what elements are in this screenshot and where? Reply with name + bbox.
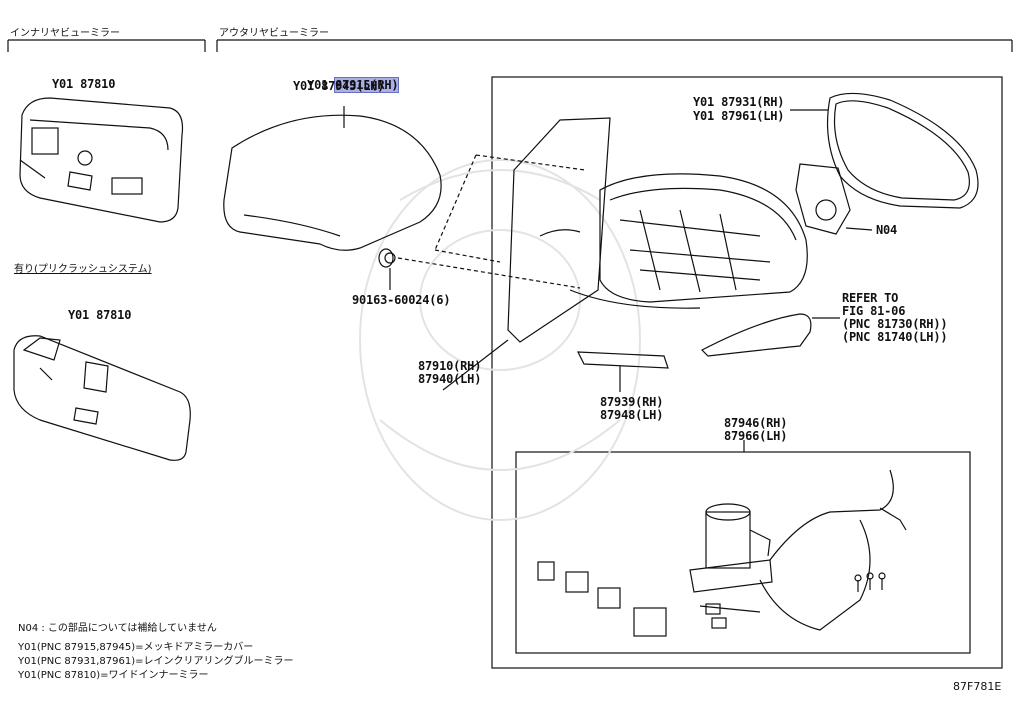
- inner-section-title: インナリヤビューミラー: [10, 28, 120, 39]
- cover-part-rh[interactable]: Y01 87915(RH): [293, 66, 400, 93]
- inner-mirror-top: [19, 97, 184, 223]
- mirror-glass: [790, 92, 979, 209]
- note-n04: N04 : この部品については補給していません: [18, 623, 217, 634]
- n04-label[interactable]: N04: [876, 223, 898, 237]
- garnish-lh[interactable]: 87948(LH): [600, 408, 664, 422]
- clip-part: [378, 248, 396, 290]
- motor: [689, 469, 907, 631]
- clip-part-label[interactable]: 90163-60024(6): [352, 293, 451, 307]
- motor-rh[interactable]: 87946(RH): [724, 416, 788, 430]
- mirror-assy-lh[interactable]: 87940(LH): [418, 372, 482, 386]
- watermark: [359, 159, 641, 521]
- outer-section-bracket: [216, 39, 1013, 52]
- small-parts: [537, 561, 886, 637]
- refer-line3[interactable]: (PNC 81730(RH)): [842, 317, 948, 331]
- inner-mirror-variant: 有り(プリクラッシュシステム): [14, 264, 152, 275]
- inner-mirror-part-bottom[interactable]: Y01 87810: [68, 308, 132, 322]
- figure-code: 87F781E: [953, 680, 1002, 693]
- inner-mirror-bottom: [13, 335, 191, 461]
- mirror-cover: [223, 106, 442, 251]
- note-glass: Y01(PNC 87931,87961)=レインクリアリングブルーミラー: [18, 656, 294, 667]
- cover-pnc-rh-highlight[interactable]: 87915(RH): [334, 77, 400, 93]
- mirror-glass-rh[interactable]: Y01 87931(RH): [693, 95, 785, 109]
- mirror-glass-lh[interactable]: Y01 87961(LH): [693, 109, 785, 123]
- outer-mirror-box: [491, 76, 1003, 669]
- inner-section-bracket: [7, 39, 206, 52]
- garnish-rh[interactable]: 87939(RH): [600, 395, 664, 409]
- refer-line2[interactable]: FIG 81-06: [842, 304, 906, 318]
- note-cover: Y01(PNC 87915,87945)=メッキドアミラーカバー: [18, 642, 254, 653]
- garnish: [577, 351, 669, 392]
- turn-lamp: [700, 313, 840, 357]
- outer-section-title: アウタリヤビューミラー: [219, 28, 329, 39]
- leader-lines: [442, 339, 745, 452]
- motor-sub-box: [515, 451, 971, 654]
- n04-plate: [795, 163, 873, 235]
- refer-line1: REFER TO: [842, 291, 899, 305]
- cover-prefix: Y01: [307, 78, 329, 92]
- mirror-assy-rh[interactable]: 87910(RH): [418, 359, 482, 373]
- note-inner: Y01(PNC 87810)=ワイドインナーミラー: [18, 670, 209, 681]
- cover-part-lh[interactable]: Y01 87945(LH): [293, 79, 385, 93]
- mirror-assembly: [507, 117, 808, 343]
- refer-line4[interactable]: (PNC 81740(LH)): [842, 330, 948, 344]
- motor-lh[interactable]: 87966(LH): [724, 429, 788, 443]
- inner-mirror-part-top[interactable]: Y01 87810: [52, 77, 116, 91]
- alignment-dashes: [397, 154, 586, 289]
